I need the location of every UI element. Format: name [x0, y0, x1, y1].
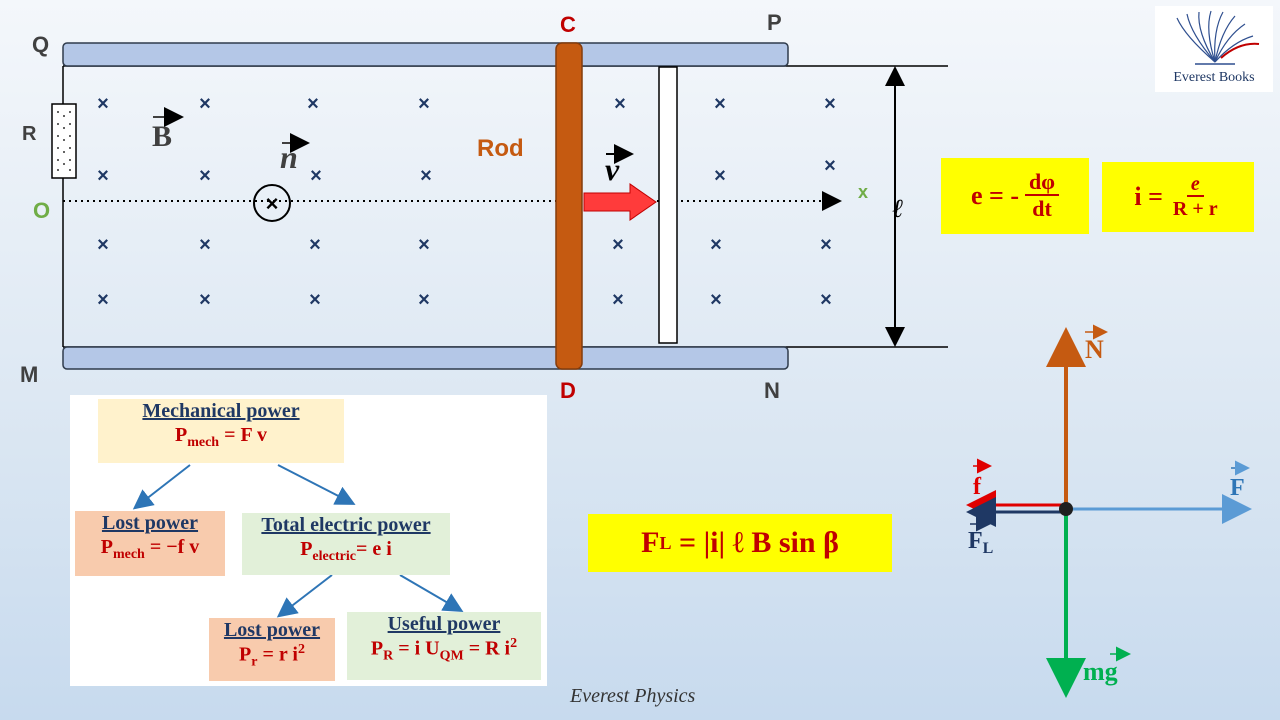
point-d: D [560, 378, 576, 403]
svg-text:×: × [820, 234, 832, 256]
arrow-to-lost-power-r [276, 574, 333, 618]
point-q: Q [32, 32, 49, 57]
current-lhs: i = [1134, 182, 1163, 211]
arrow-to-useful-power [399, 574, 464, 613]
mechanical-power-formula: Pmech = F v [175, 424, 267, 450]
vector-b-label: B [152, 120, 172, 153]
point-c: C [560, 12, 576, 37]
logo-name: Everest Books [1173, 70, 1255, 85]
everest-books-logo: Everest Books [1155, 6, 1273, 92]
svg-text:×: × [310, 165, 322, 187]
rod-later-position [658, 66, 678, 344]
mechanical-power-title: Mechanical power [142, 400, 300, 422]
point-m: M [20, 362, 38, 387]
lorentz-lhs: F [641, 526, 660, 559]
svg-text:×: × [97, 289, 109, 311]
footer-credit: Everest Physics [570, 685, 696, 707]
svg-text:×: × [420, 165, 432, 187]
useful-power-box: Useful power PR = i UQM = R i2 [347, 612, 541, 680]
svg-text:×: × [714, 165, 726, 187]
vector-n-label: n [280, 139, 298, 175]
normal-vector-symbol [253, 184, 291, 222]
lorentz-sub: L [659, 532, 672, 553]
normal-vector-cross: × [266, 191, 279, 216]
svg-text:×: × [710, 289, 722, 311]
useful-power-title: Useful power [387, 613, 501, 635]
power-tree-panel: Mechanical power Pmech = F v Lost power … [70, 395, 547, 686]
vector-v-label: v [605, 151, 620, 187]
length-label: ℓ [892, 194, 903, 223]
point-r: R [22, 123, 37, 145]
svg-text:×: × [418, 93, 430, 115]
svg-text:×: × [309, 289, 321, 311]
top-rail [62, 42, 789, 67]
point-p: P [767, 10, 782, 35]
power-tree-arrows [132, 464, 464, 618]
svg-text:×: × [710, 234, 722, 256]
emf-fraction: dφ dt [1025, 169, 1059, 223]
lost-power-r-formula: Pr = r i2 [239, 642, 305, 670]
lorentz-force-label: FL [968, 528, 993, 557]
mechanical-power-box: Mechanical power Pmech = F v [98, 399, 344, 463]
svg-text:×: × [614, 93, 626, 115]
svg-text:×: × [199, 289, 211, 311]
electric-power-title: Total electric power [261, 514, 431, 536]
rod [555, 42, 583, 370]
current-denominator: R + r [1172, 198, 1218, 220]
lost-power-r-title: Lost power [223, 619, 321, 641]
svg-text:×: × [418, 289, 430, 311]
current-numerator: e [1186, 173, 1204, 197]
normal-force-label: N [1085, 335, 1104, 364]
lost-power-formula: Pmech = −f v [100, 536, 200, 562]
svg-text:×: × [199, 93, 211, 115]
svg-text:×: × [199, 165, 211, 187]
svg-text:×: × [309, 234, 321, 256]
emf-numerator: dφ [1025, 169, 1059, 196]
point-o: O [33, 198, 50, 223]
svg-text:×: × [612, 289, 624, 311]
book-fan-icon [1176, 10, 1260, 65]
emf-lhs: e = - [971, 181, 1020, 210]
velocity-arrow [583, 183, 657, 221]
svg-text:×: × [714, 93, 726, 115]
svg-text:×: × [97, 234, 109, 256]
resistor-dots [57, 111, 71, 171]
electric-power-formula: Pelectric= e i [300, 538, 392, 564]
electric-power-box: Total electric power Pelectric= e i [242, 513, 450, 575]
rod-label: Rod [477, 135, 524, 162]
bottom-rail [62, 346, 789, 370]
svg-text:×: × [97, 93, 109, 115]
axis-x-label: x [858, 182, 868, 202]
svg-text:×: × [418, 234, 430, 256]
svg-text:×: × [824, 93, 836, 115]
svg-text:×: × [199, 234, 211, 256]
current-fraction: e R + r [1169, 173, 1222, 221]
lost-power-box: Lost power Pmech = −f v [75, 511, 225, 576]
svg-text:×: × [820, 289, 832, 311]
emf-formula: e = - dφ dt [941, 158, 1089, 234]
lost-power-r-box: Lost power Pr = r i2 [209, 618, 335, 681]
emf-denominator: dt [1032, 195, 1052, 221]
useful-power-formula: PR = i UQM = R i2 [370, 636, 518, 664]
friction-force-label: f [973, 474, 982, 500]
lost-power-title: Lost power [101, 512, 199, 534]
gravity-force-label: mg [1083, 657, 1118, 686]
svg-text:×: × [612, 234, 624, 256]
lorentz-rhs: = |i| ℓ B sin β [678, 526, 839, 559]
magnetic-field-marks: × × × × × × × × × × × × × × × × × × × × … [97, 93, 836, 311]
applied-force-label: F [1230, 475, 1245, 501]
arrow-to-lost-power [132, 464, 191, 510]
svg-text:×: × [97, 165, 109, 187]
svg-text:×: × [824, 155, 836, 177]
point-n: N [764, 378, 780, 403]
svg-text:×: × [307, 93, 319, 115]
current-formula: i = e R + r [1102, 162, 1254, 232]
force-origin-point [1059, 502, 1073, 516]
arrow-to-electric-power [277, 464, 356, 505]
